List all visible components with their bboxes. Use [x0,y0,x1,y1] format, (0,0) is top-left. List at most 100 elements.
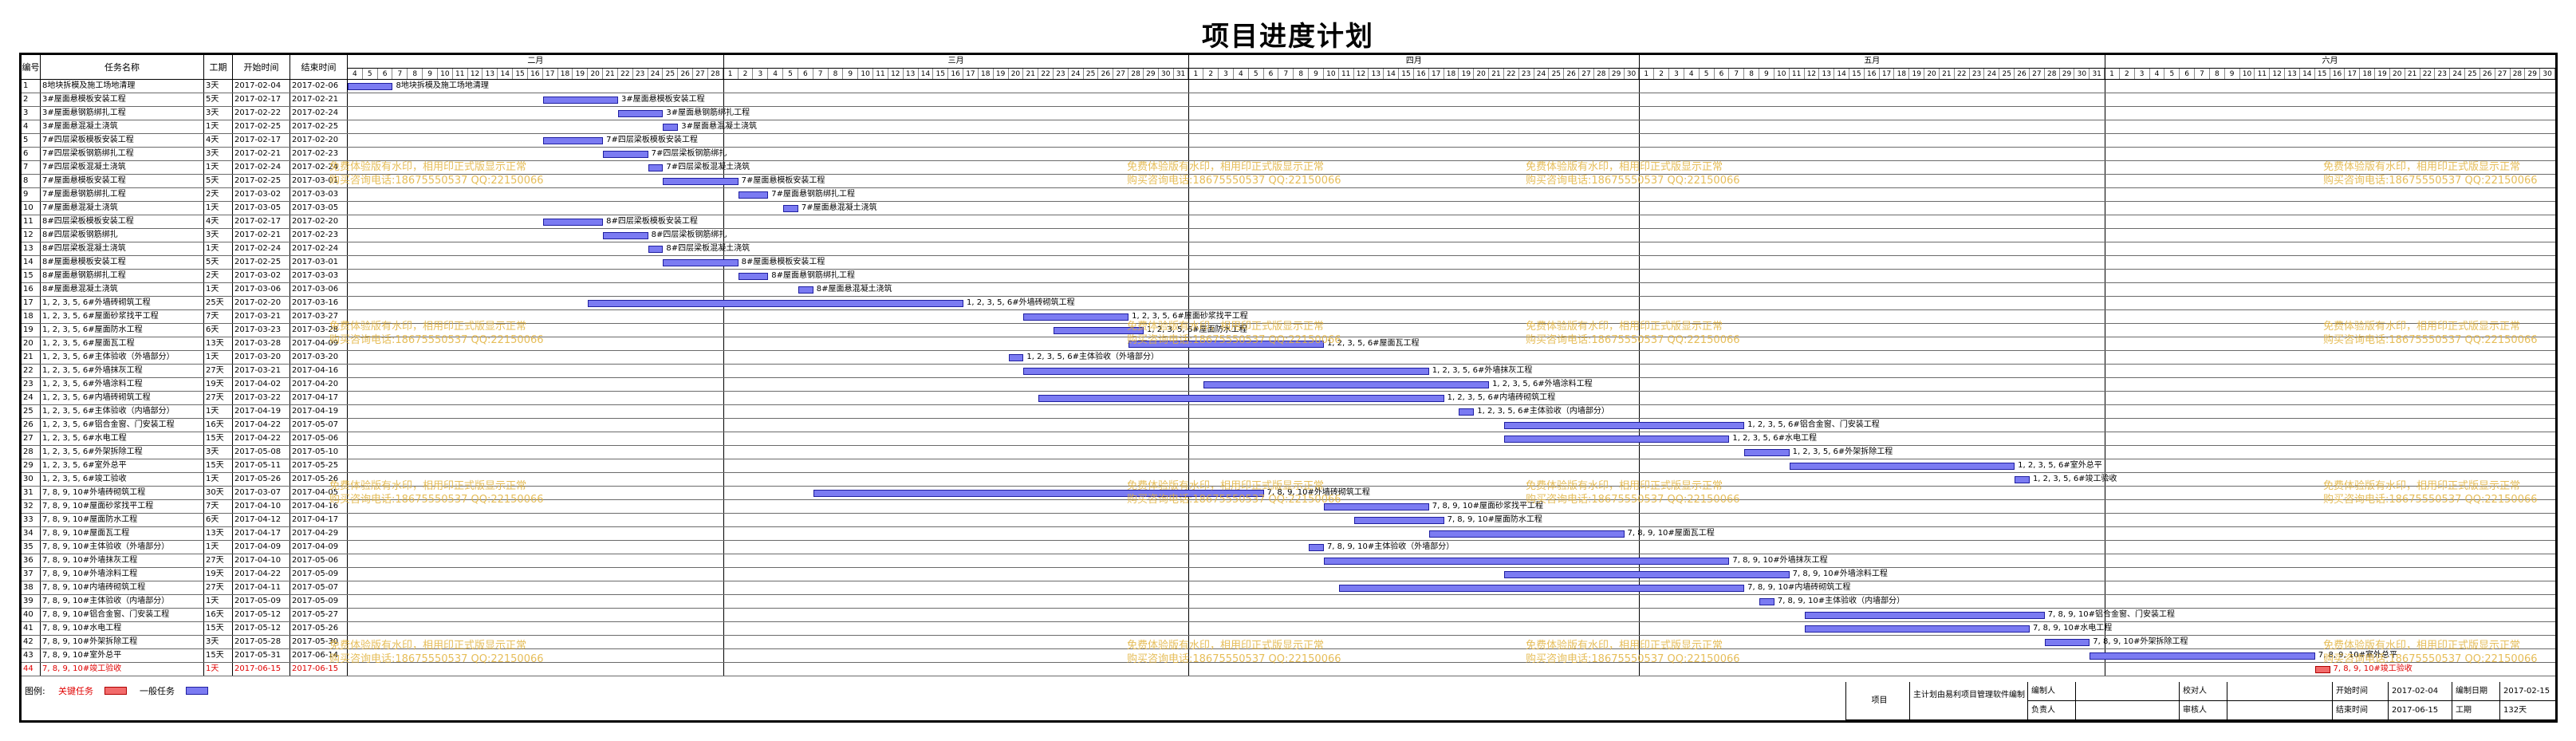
cell-col-duration: 19天 [204,568,233,581]
cell-col-name: 1, 2, 3, 5, 6#外墙砖砌筑工程 [41,297,204,309]
cell-col-end: 2017-02-21 [290,93,348,106]
cell-col-end: 2017-04-17 [290,514,348,526]
task-bar[interactable] [1008,354,1024,361]
task-bar[interactable] [1309,544,1324,551]
task-bar-label: 7, 8, 9, 10#主体验收（外墙部分） [1326,542,1455,551]
day-label: 4 [1234,69,1249,80]
day-label: 20 [588,69,604,80]
task-bar[interactable] [2314,666,2330,673]
task-bar[interactable] [2015,476,2030,483]
day-label: 12 [2270,69,2286,80]
day-label: 21 [603,69,618,80]
day-label: 25 [1549,69,1565,80]
cell-col-name: 1, 2, 3, 5, 6#室外总平 [41,459,204,472]
cell-col-start: 2017-02-17 [233,215,290,228]
day-label: 31 [2090,69,2105,80]
task-bar[interactable] [1503,422,1745,429]
day-label: 1 [1639,69,1655,80]
cell-col-start: 2017-05-11 [233,459,290,472]
task-bar[interactable] [1054,327,1144,334]
task-bar[interactable] [348,83,393,90]
task-bar[interactable] [1503,571,1790,578]
task-bar[interactable] [1804,625,2030,633]
task-bar[interactable] [588,300,963,307]
day-label: 5 [363,69,378,80]
cell-col-no: 17 [22,297,41,309]
task-bar-label: 7#屋面悬钢筋绑扎工程 [771,190,855,199]
task-bar[interactable] [2090,652,2315,660]
day-label: 23 [1519,69,1534,80]
cell-col-no: 16 [22,283,41,296]
task-bar[interactable] [542,97,618,104]
task-bar[interactable] [1744,449,1790,456]
task-bar[interactable] [1023,313,1129,321]
day-label: 23 [1970,69,1985,80]
task-bar[interactable] [813,490,1264,497]
cell-col-name: 7, 8, 9, 10#内墙砖砌筑工程 [41,581,204,594]
header-col-end: 结束时间 [290,55,348,80]
footer-duration-value: 132天 [2499,701,2555,720]
task-bar[interactable] [648,164,664,171]
cell-col-end: 2017-02-24 [290,161,348,174]
task-bar-label: 1, 2, 3, 5, 6#屋面砂浆找平工程 [1132,312,1248,321]
cell-col-duration: 3天 [204,636,233,648]
task-bar[interactable] [542,219,604,226]
cell-col-start: 2017-02-17 [233,134,290,147]
cell-col-end: 2017-03-01 [290,256,348,269]
task-bar[interactable] [1353,517,1444,524]
cell-col-end: 2017-05-30 [290,636,348,648]
footer-reviewer-value [2227,701,2332,720]
task-bar[interactable] [2044,639,2090,646]
task-bar[interactable] [663,178,739,185]
task-bar[interactable] [542,137,604,144]
task-bar-label: 7, 8, 9, 10#水电工程 [2032,624,2113,633]
task-bar[interactable] [1804,612,2045,619]
cell-col-name: 1, 2, 3, 5, 6#内墙砖砌筑工程 [41,392,204,404]
cell-col-start: 2017-05-09 [233,595,290,608]
cell-col-start: 2017-02-17 [233,93,290,106]
task-bar[interactable] [1203,381,1490,388]
day-label: 11 [1790,69,1805,80]
task-bar[interactable] [1503,436,1730,443]
task-bar-label: 1, 2, 3, 5, 6#竣工验收 [2032,475,2117,483]
cell-col-no: 10 [22,202,41,215]
task-bar[interactable] [798,286,813,294]
task-bar[interactable] [1323,558,1730,565]
task-bar[interactable] [1759,598,1774,605]
task-bar[interactable] [738,273,769,280]
cell-col-no: 1 [22,80,41,93]
task-bar-label: 7, 8, 9, 10#屋面瓦工程 [1627,529,1715,538]
task-bar[interactable] [783,205,798,212]
task-bar[interactable] [603,151,648,158]
day-label: 18 [558,69,573,80]
task-bar-label: 7, 8, 9, 10#屋面砂浆找平工程 [1432,502,1544,510]
task-bar[interactable] [1459,408,1475,416]
task-bar[interactable] [1789,463,2015,470]
cell-col-end: 2017-03-01 [290,175,348,187]
day-label: 12 [1354,69,1369,80]
task-bar[interactable] [663,124,679,131]
cell-col-duration: 5天 [204,256,233,269]
task-bar[interactable] [1323,503,1429,510]
task-bar[interactable] [1428,530,1625,538]
task-bar[interactable] [1338,585,1745,592]
task-bar[interactable] [1038,395,1444,402]
cell-col-no: 4 [22,120,41,133]
task-bar[interactable] [617,110,664,117]
task-bar-label: 3#屋面悬模板安装工程 [620,95,705,104]
task-bar-label: 1, 2, 3, 5, 6#铝合金窗、门安装工程 [1747,420,1880,429]
task-bar[interactable] [1128,341,1324,348]
task-bar[interactable] [663,259,739,266]
day-label: 23 [1054,69,1069,80]
day-label: 22 [1955,69,1970,80]
task-bar[interactable] [603,232,648,239]
task-bar-label: 7, 8, 9, 10#室外总平 [2318,651,2397,660]
task-bar[interactable] [1023,368,1429,375]
day-label: 9 [2225,69,2240,80]
task-bar[interactable] [648,246,664,253]
cell-col-end: 2017-04-19 [290,405,348,418]
task-bar[interactable] [738,191,769,199]
cell-col-no: 42 [22,636,41,648]
